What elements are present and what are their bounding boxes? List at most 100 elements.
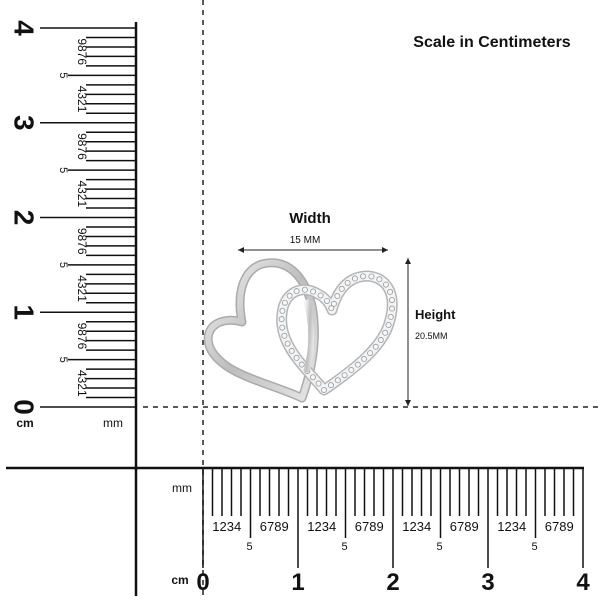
diamond-stone: [368, 273, 375, 280]
vertical-major-label: 2: [9, 210, 40, 226]
diamond-stone: [317, 292, 324, 299]
diamond-stone: [328, 305, 335, 312]
horizontal-minor-digits-right: 6789: [450, 519, 479, 534]
vertical-unit-cm: cm: [16, 416, 33, 430]
diamond-stone: [338, 285, 345, 292]
horizontal-major-label: 4: [576, 569, 590, 596]
horizontal-mid-digit: 5: [246, 541, 252, 553]
plain-heart-outline: [203, 258, 319, 403]
diamond-stone: [298, 361, 305, 368]
diamond-stone: [281, 332, 288, 339]
horizontal-minor-digits-left: 1234: [212, 519, 241, 534]
diamond-stone: [281, 299, 288, 306]
diamond-stone: [385, 322, 392, 329]
diamond-stone: [367, 350, 374, 357]
diamond-stone: [327, 382, 334, 389]
horizontal-ruler-ticks: [202, 468, 584, 568]
diamond-stone: [387, 313, 394, 320]
horizontal-mid-digit: 5: [341, 541, 347, 553]
width-value: 15 MM: [290, 235, 321, 246]
width-arrow-left-icon: [238, 247, 244, 253]
diamond-stone: [377, 337, 384, 344]
diamond-stone: [324, 297, 331, 304]
diamond-stone: [286, 292, 293, 299]
vertical-minor-digits-bottom: 4321: [75, 86, 89, 113]
diamond-stone: [309, 374, 316, 381]
width-label: Width: [289, 210, 331, 227]
plain-heart-shine: [205, 259, 318, 401]
height-dimension: Height 20.5MM: [405, 258, 456, 406]
horizontal-minor-digits-left: 1234: [307, 519, 336, 534]
horizontal-unit-mm: mm: [172, 481, 192, 495]
interlocking-hearts-pendant-icon: [203, 258, 398, 403]
diamond-stone: [382, 329, 389, 336]
diamond-stone: [376, 276, 383, 283]
vertical-minor-digits-bottom: 4321: [75, 275, 89, 302]
diamond-stones: [278, 273, 396, 393]
horizontal-minor-digits-right: 6789: [260, 519, 289, 534]
vertical-major-label: 3: [9, 115, 40, 131]
diamond-stone: [288, 347, 295, 354]
vertical-minor-digits-bottom: 4321: [75, 180, 89, 207]
vertical-major-label: 0: [9, 399, 40, 415]
diamond-stone: [360, 273, 367, 280]
diamond-stone: [348, 367, 355, 374]
diamond-stone: [279, 307, 286, 314]
diamond-stone: [279, 324, 286, 331]
horizontal-ruler-major-labels: 0 1 2 3 4: [196, 569, 590, 596]
horizontal-minor-digits-left: 1234: [497, 519, 526, 534]
horizontal-ruler-minor-labels: 1234 6789 5 1234 6789 5 1234 6789 5 1234 6789 5: [212, 519, 573, 553]
vertical-major-label: 1: [9, 304, 40, 320]
diamond-stone: [387, 288, 394, 295]
diamond-stone: [389, 305, 396, 312]
diamond-stone: [341, 372, 348, 379]
diamond-stone: [344, 279, 351, 286]
height-label: Height: [415, 307, 456, 322]
width-arrow-right-icon: [382, 247, 388, 253]
diamond-stone: [334, 377, 341, 384]
horizontal-major-label: 1: [291, 569, 304, 596]
vertical-mid-digit: 5: [57, 357, 69, 363]
horizontal-mid-digit: 5: [531, 541, 537, 553]
diamond-stone: [293, 288, 300, 295]
diamond-stone: [284, 340, 291, 347]
horizontal-minor-digits-right: 6789: [355, 519, 384, 534]
vertical-minor-digits-top: 9876: [75, 228, 89, 255]
interlock-highlight: [303, 299, 315, 373]
diamond-stone: [293, 354, 300, 361]
vertical-minor-digits-top: 9876: [75, 133, 89, 160]
diamond-stone: [320, 386, 327, 393]
horizontal-major-label: 2: [386, 569, 399, 596]
vertical-minor-digits-bottom: 4321: [75, 370, 89, 397]
vertical-minor-digits-top: 9876: [75, 38, 89, 65]
horizontal-minor-digits-left: 1234: [402, 519, 431, 534]
vertical-mid-digit: 5: [57, 262, 69, 268]
vertical-mid-digit: 5: [57, 167, 69, 173]
horizontal-major-label: 0: [196, 569, 209, 596]
horizontal-major-label: 3: [481, 569, 494, 596]
vertical-unit-mm: mm: [103, 416, 123, 430]
diamond-stone: [388, 297, 395, 304]
diamond-stone: [301, 286, 308, 293]
diamond-stone: [354, 361, 361, 368]
diamond-stone: [315, 380, 322, 387]
diamond-stone: [334, 293, 341, 300]
diamond-stone: [361, 356, 368, 363]
vertical-major-label: 4: [9, 20, 40, 36]
height-value: 20.5MM: [415, 331, 448, 341]
vertical-ruler-major-labels: 0 1 2 3 4: [9, 20, 40, 415]
width-dimension: Width 15 MM: [238, 210, 388, 253]
diamond-stone: [351, 275, 358, 282]
diamond-stone: [278, 316, 285, 323]
height-arrow-top-icon: [405, 258, 411, 264]
horizontal-mid-digit: 5: [436, 541, 442, 553]
vertical-ruler-ticks: [40, 27, 136, 408]
vertical-minor-digits-top: 9876: [75, 323, 89, 350]
horizontal-minor-digits-right: 6789: [545, 519, 574, 534]
diamond-stone: [382, 281, 389, 288]
